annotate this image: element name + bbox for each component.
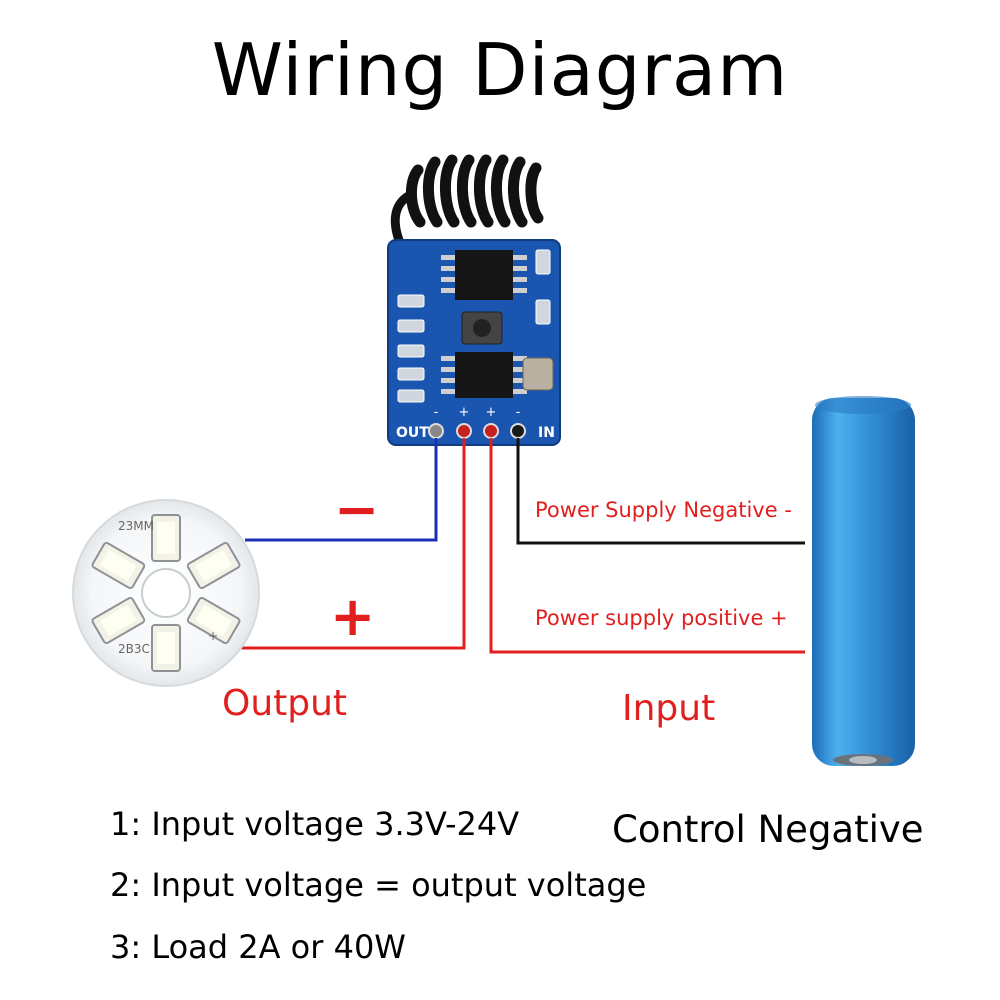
- pin-sign-out-positive: +: [459, 405, 470, 420]
- led-marking-top: 23MM: [118, 519, 154, 533]
- control-negative-label: Control Negative: [612, 808, 924, 851]
- pin-sign-in-negative: -: [516, 405, 521, 420]
- wires: [240, 438, 805, 654]
- input-label: Input: [622, 688, 716, 729]
- diagram-title: Wiring Diagram: [211, 28, 789, 112]
- positive-sign: +: [330, 585, 376, 648]
- note-input-voltage: 1: Input voltage 3.3V-24V: [110, 805, 520, 843]
- output-negative-wire: [245, 438, 438, 542]
- receiver-module: - + + - OUT IN: [387, 239, 561, 446]
- input-negative-wire: [516, 438, 805, 545]
- input-positive-wire: [489, 438, 805, 654]
- pin-sign-out-negative: -: [434, 405, 439, 420]
- led-marking-bottom: 2B3C: [118, 642, 150, 656]
- led-marking-plus: +: [208, 629, 218, 643]
- out-pin-label: OUT: [396, 425, 429, 441]
- led-board: 23MM 2B3C +: [72, 499, 260, 687]
- power-negative-label: Power Supply Negative -: [535, 498, 792, 522]
- note-voltage-equal: 2: Input voltage = output voltage: [110, 866, 647, 904]
- battery: [812, 396, 915, 766]
- pin-sign-in-positive: +: [486, 405, 497, 420]
- negative-sign: −: [334, 478, 380, 541]
- in-pin-label: IN: [538, 425, 555, 441]
- output-label: Output: [222, 683, 348, 724]
- note-load: 3: Load 2A or 40W: [110, 928, 406, 966]
- power-positive-label: Power supply positive +: [535, 606, 788, 630]
- output-positive-wire: [240, 438, 466, 650]
- antenna-coil: [390, 154, 544, 253]
